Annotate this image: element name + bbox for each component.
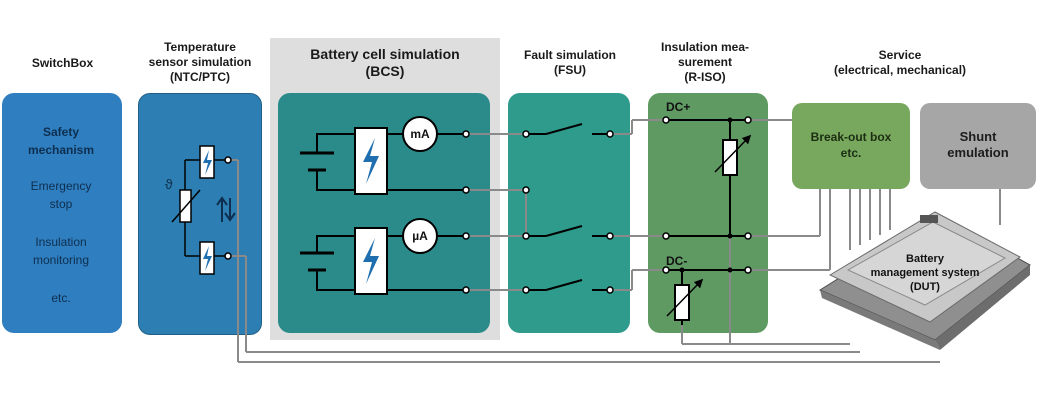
- dc-plus-label: DC+: [666, 100, 691, 114]
- shunt-emulation-panel: Shunt emulation: [920, 103, 1036, 189]
- milliamp-meter: [402, 116, 438, 152]
- safety-mechanism-label: Safety mechanism: [27, 125, 95, 157]
- milliamp-label: mA: [410, 127, 430, 141]
- temperature-sensor-symbols: [171, 145, 236, 275]
- header-insulation: Insulation mea- surement (R-ISO): [660, 40, 749, 84]
- header-fault: Fault simulation (FSU): [523, 48, 616, 77]
- dc-minus-label: DC-: [666, 254, 688, 268]
- bcs-source-2: [354, 227, 388, 295]
- fault-switches: [526, 123, 610, 291]
- emergency-stop-label: Emergency stop: [30, 179, 92, 211]
- header-switchbox: SwitchBox: [31, 56, 94, 70]
- breakout-box-panel: Break-out box etc.: [792, 103, 910, 189]
- header-service: Service (electrical, mechanical): [833, 48, 967, 77]
- bcs-source-1: [354, 127, 388, 195]
- bms-label: Battery management system (DUT): [870, 253, 980, 293]
- temperature-symbol: ϑ: [165, 176, 173, 192]
- insulation-monitoring-label: Insulation monitoring: [32, 235, 90, 267]
- riso-resistor-dcminus: [674, 284, 690, 321]
- microamp-meter: [402, 218, 438, 254]
- header-bcs: Battery cell simulation (BCS): [310, 46, 460, 79]
- breakout-box-label: Break-out box etc.: [810, 130, 892, 160]
- header-temperature: Temperature sensor simulation (NTC/PTC): [148, 40, 252, 84]
- switchbox-panel: Safety mechanism Emergency stop Insulati…: [2, 93, 122, 333]
- switchbox-etc-label: etc.: [51, 291, 71, 305]
- temperature-sensor-panel: [138, 93, 262, 335]
- microamp-label: µA: [412, 229, 428, 243]
- wiring: [228, 119, 1001, 363]
- insulation-measurement-panel: [648, 93, 768, 333]
- bms-device: [818, 211, 1031, 350]
- shunt-emulation-label: Shunt emulation: [947, 129, 1009, 160]
